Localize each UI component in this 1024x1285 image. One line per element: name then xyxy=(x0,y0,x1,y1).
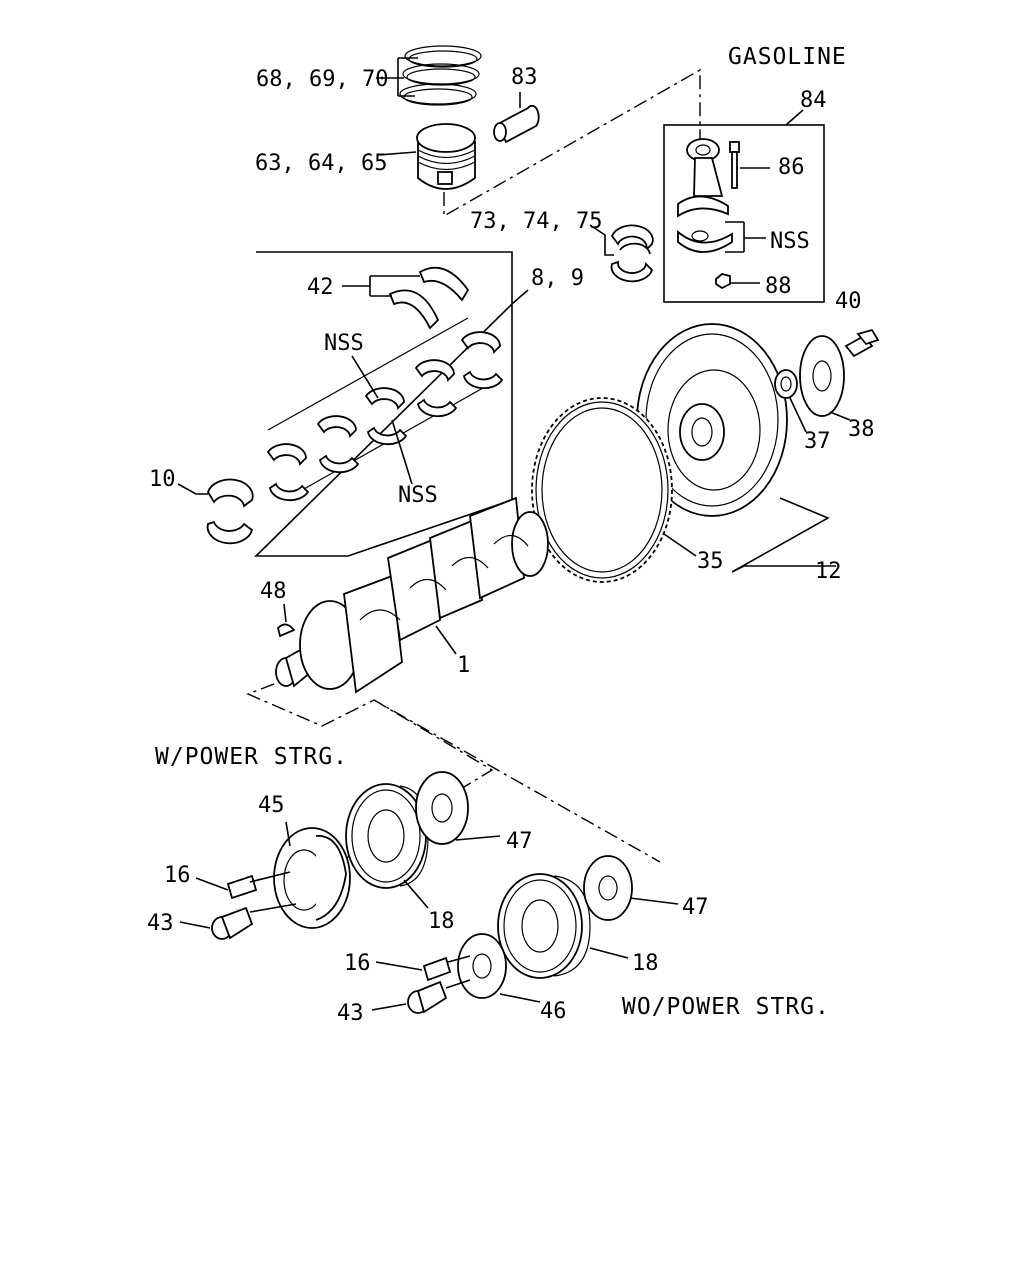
title-wo-power-strg: WO/POWER STRG. xyxy=(622,994,830,1020)
label-45: 45 xyxy=(258,793,285,818)
label-37: 37 xyxy=(804,429,831,454)
label-83: 83 xyxy=(511,65,538,90)
crank-pulley-wo xyxy=(497,873,591,979)
woodruff-key xyxy=(277,623,296,638)
ring-gear xyxy=(531,397,673,583)
label-68-69-70: 68, 69, 70 xyxy=(256,67,388,92)
harmonic-balancer xyxy=(273,827,351,929)
crankshaft xyxy=(275,496,549,694)
label-42: 42 xyxy=(307,275,334,300)
title-gasoline: GASOLINE xyxy=(728,44,847,70)
label-18-b: 18 xyxy=(632,951,659,976)
pulley-plate-w xyxy=(415,771,469,845)
label-88: 88 xyxy=(765,274,792,299)
main-bearing-shells xyxy=(266,317,504,502)
label-48: 48 xyxy=(260,579,287,604)
flywheel-plate xyxy=(799,335,845,417)
label-nss-rod: NSS xyxy=(770,229,810,254)
label-8-9: 8, 9 xyxy=(531,266,584,291)
pulley-plate-46 xyxy=(457,933,507,999)
label-16-b: 16 xyxy=(344,951,371,976)
label-84: 84 xyxy=(800,88,827,113)
rod-nut xyxy=(715,273,731,290)
label-43-b: 43 xyxy=(337,1001,364,1026)
label-47-a: 47 xyxy=(506,829,533,854)
piston-rings xyxy=(399,45,482,106)
conrod-assembly-box xyxy=(663,124,825,303)
label-86: 86 xyxy=(778,155,805,180)
label-40: 40 xyxy=(835,289,862,314)
label-nss-lower: NSS xyxy=(398,483,438,508)
piston-pin xyxy=(493,104,540,144)
bolt-16-wo xyxy=(422,956,452,982)
thrust-washers xyxy=(388,266,470,330)
piston xyxy=(416,123,476,190)
label-38: 38 xyxy=(848,417,875,442)
crank-pulley-w xyxy=(345,783,429,889)
connecting-rod xyxy=(677,138,733,253)
label-47-b: 47 xyxy=(682,895,709,920)
label-18-a: 18 xyxy=(428,909,455,934)
rod-bearing xyxy=(610,224,654,283)
flywheel-bolt xyxy=(844,328,880,358)
label-nss-upper: NSS xyxy=(324,331,364,356)
label-73-74-75: 73, 74, 75 xyxy=(470,209,602,234)
pilot-bearing xyxy=(774,369,798,399)
bolt-16-w xyxy=(226,874,258,900)
label-35: 35 xyxy=(697,549,724,574)
rod-bolt xyxy=(729,141,740,189)
pulley-plate-wo xyxy=(583,855,633,921)
label-43-a: 43 xyxy=(147,911,174,936)
label-63-64-65: 63, 64, 65 xyxy=(255,151,387,176)
label-12: 12 xyxy=(815,559,842,584)
label-16-a: 16 xyxy=(164,863,191,888)
label-10: 10 xyxy=(149,467,176,492)
bolt-43-wo xyxy=(407,980,448,1014)
label-46: 46 xyxy=(540,999,567,1024)
title-w-power-strg: W/POWER STRG. xyxy=(155,744,348,770)
label-1: 1 xyxy=(457,653,470,678)
bolt-43-w xyxy=(211,906,254,940)
thrust-bearing xyxy=(206,478,254,545)
flywheel xyxy=(636,323,788,517)
